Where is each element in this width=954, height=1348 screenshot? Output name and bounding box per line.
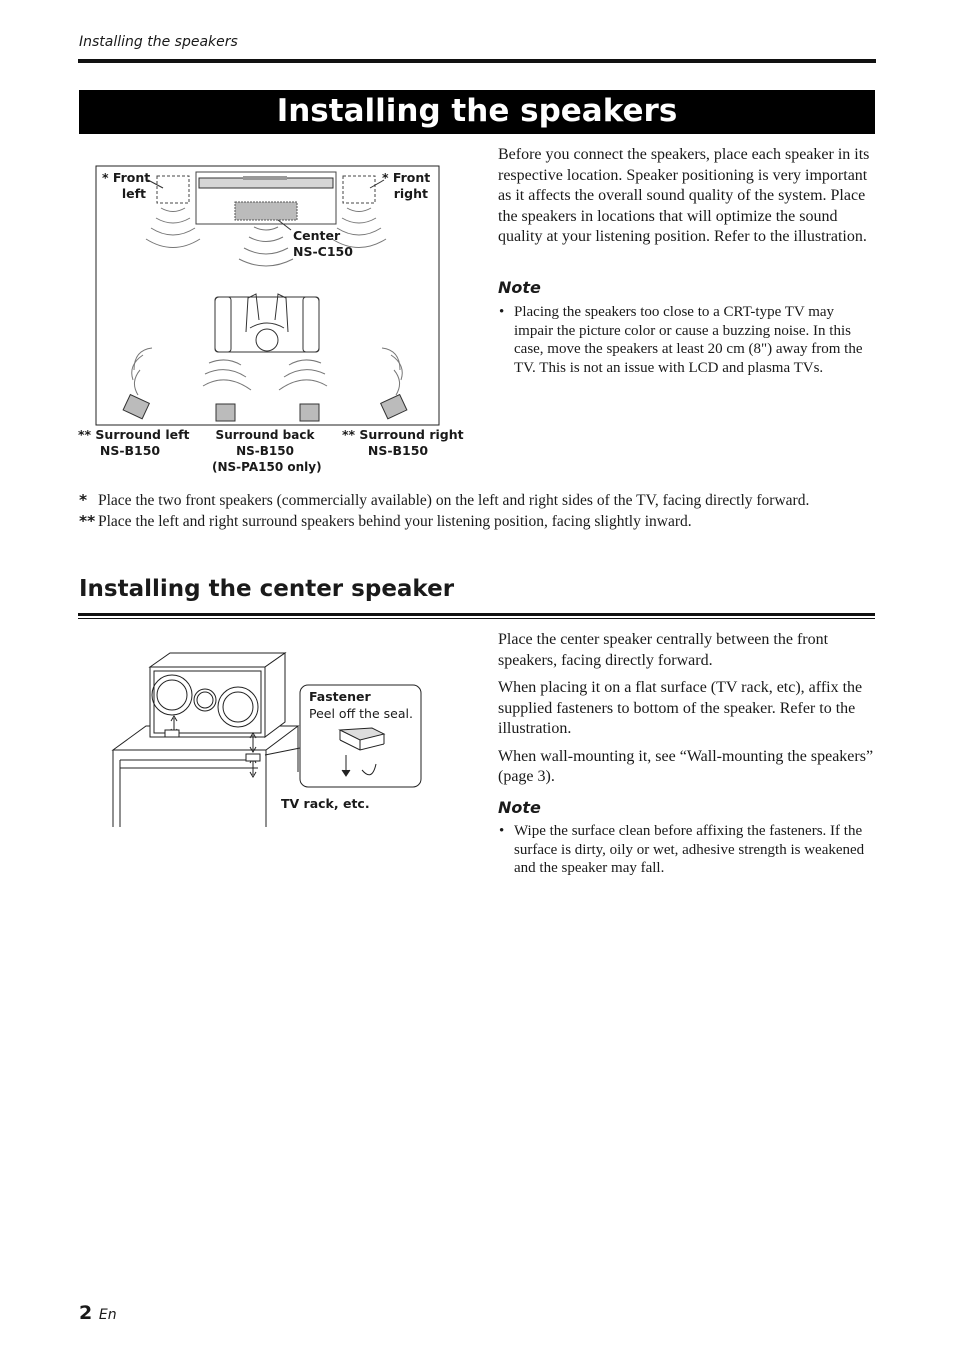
note-bullet-text-1: Placing the speakers too close to a CRT-… [514, 304, 863, 376]
section2-paragraph-3: When wall-mounting it, see “Wall-mountin… [498, 747, 874, 786]
page-language: En [98, 1307, 117, 1323]
front-right-speaker-icon [342, 175, 376, 204]
center-label: Center NS-C150 [293, 228, 353, 259]
footnote-mark: ** [79, 512, 96, 530]
footnote-mark: * [79, 491, 88, 509]
section-rule [78, 613, 875, 616]
footnote-surround: **Place the left and right surround spea… [79, 511, 692, 532]
note-heading-2: Note [498, 798, 541, 817]
bullet-dot: • [499, 304, 505, 320]
note-heading-1: Note [498, 278, 541, 297]
surround-back-label: Surround back NS-B150 (NS-PA150 only) [212, 428, 322, 474]
surround-back-left-speaker-icon [215, 403, 236, 422]
tv-rack-label: TV rack, etc. [281, 796, 370, 811]
page-number: 2 En [79, 1302, 117, 1324]
center-speaker-illustration [111, 652, 422, 827]
note-bullet-1: • Placing the speakers too close to a CR… [499, 303, 876, 377]
surround-back-right-speaker-icon [299, 403, 320, 422]
page-number-value: 2 [79, 1302, 93, 1324]
note-bullet-2: • Wipe the surface clean before affixing… [499, 822, 876, 878]
speaker-layout-diagram: * Front left * Front right Center NS-C15… [78, 160, 464, 480]
front-left-label: * Front left [102, 170, 151, 201]
surround-left-label: ** Surround left NS-B150 [78, 427, 190, 458]
page-title: Installing the speakers [79, 90, 875, 134]
center-speaker-icon [234, 201, 298, 221]
section-title-center-speaker: Installing the center speaker [79, 576, 455, 602]
listener-sofa-icon [214, 293, 320, 353]
header-rule [78, 59, 876, 63]
tv-icon [195, 171, 337, 225]
section2-body: Place the center speaker centrally betwe… [498, 630, 876, 795]
surround-left-speaker-icon [122, 393, 151, 420]
center-speaker-diagram: Fastener Peel off the seal. TV rack, etc… [110, 640, 430, 840]
front-left-speaker-icon [156, 175, 190, 204]
footnote-front: * Place the two front speakers (commercia… [79, 490, 809, 511]
bullet-dot: • [499, 823, 505, 839]
surround-right-label: ** Surround right NS-B150 [342, 427, 464, 458]
surround-right-speaker-icon [379, 393, 408, 420]
section2-paragraph-2: When placing it on a flat surface (TV ra… [498, 679, 863, 737]
section2-paragraph-1: Place the center speaker centrally betwe… [498, 631, 829, 669]
footnote-text: Place the left and right surround speake… [98, 513, 692, 530]
running-header: Installing the speakers [79, 34, 238, 50]
fastener-label: Fastener [309, 689, 371, 704]
note-bullet-text-2: Wipe the surface clean before affixing t… [514, 823, 865, 876]
intro-paragraph: Before you connect the speakers, place e… [498, 146, 870, 245]
footnote-text: Place the two front speakers (commercial… [98, 492, 810, 509]
fastener-instruction: Peel off the seal. [309, 706, 413, 721]
section-rule-thin [78, 618, 875, 619]
front-right-label: * Front right [382, 170, 431, 201]
speaker-layout-illustration [95, 165, 440, 426]
